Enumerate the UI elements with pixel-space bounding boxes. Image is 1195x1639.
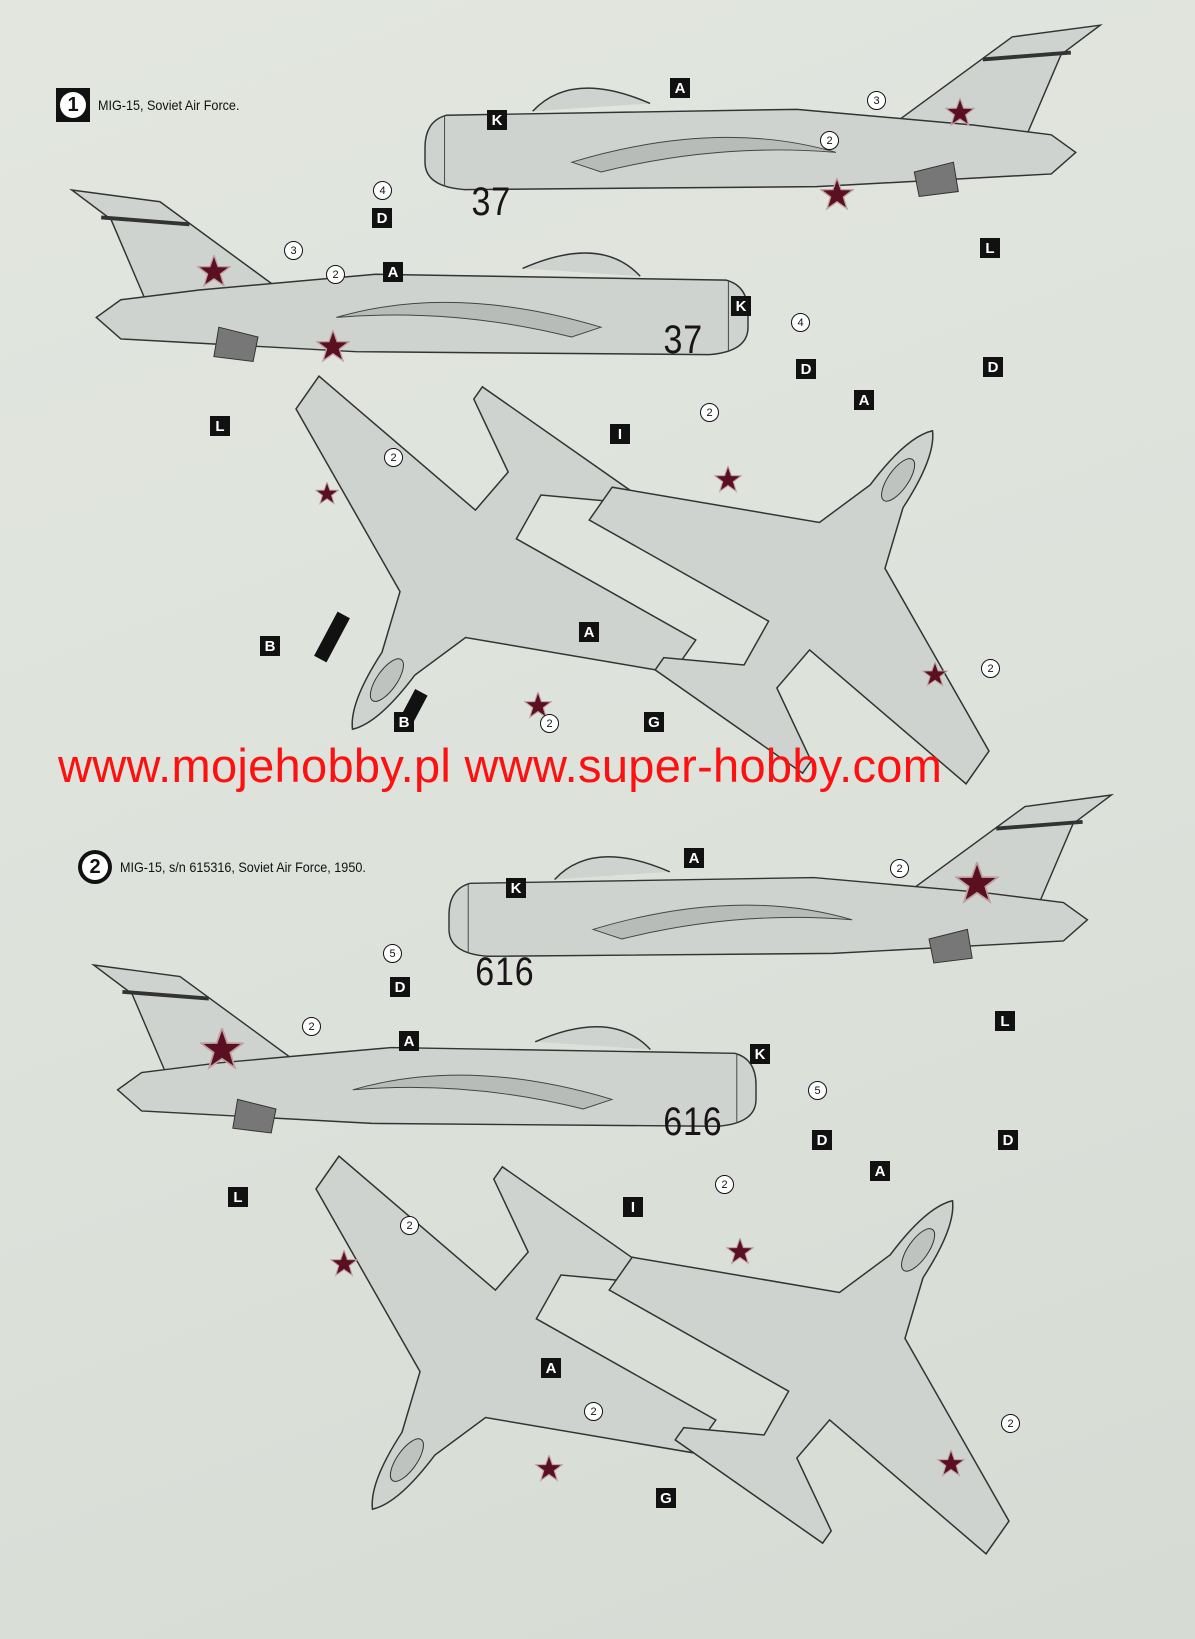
callout-l: L — [980, 238, 1000, 258]
callout-a: A — [870, 1161, 890, 1181]
tail-number: 37 — [471, 180, 512, 224]
star-icon — [315, 482, 339, 505]
side-view-left — [423, 23, 1103, 199]
decal-ref: 5 — [383, 944, 402, 963]
star-icon — [714, 466, 742, 492]
callout-k: K — [487, 110, 507, 130]
section-2-header: 2 MIG-15, s/n 615316, Soviet Air Force, … — [78, 850, 393, 884]
decal-ref: 4 — [791, 313, 810, 332]
side-view-right — [69, 188, 750, 364]
decal-ref: 2 — [384, 448, 403, 467]
callout-k: K — [731, 296, 751, 316]
decal-ref: 2 — [540, 714, 559, 733]
callout-d: D — [390, 977, 410, 997]
callout-g: G — [644, 712, 664, 732]
decal-ref: 2 — [820, 131, 839, 150]
callout-k: K — [750, 1044, 770, 1064]
watermark: www.mojehobby.pl www.super-hobby.com — [58, 739, 943, 792]
decal-ref: 4 — [373, 181, 392, 200]
section-title: MIG-15, s/n 615316, Soviet Air Force, 19… — [120, 859, 366, 875]
decal-ref: 5 — [808, 1081, 827, 1100]
tail-number: 37 — [663, 318, 704, 362]
callout-d: D — [983, 357, 1003, 377]
callout-a: A — [579, 622, 599, 642]
decal-ref: 2 — [981, 659, 1000, 678]
decal-ref: 3 — [284, 241, 303, 260]
callout-i: I — [610, 424, 630, 444]
tail-number: 616 — [475, 950, 535, 994]
decal-ref: 2 — [326, 265, 345, 284]
callout-a: A — [854, 390, 874, 410]
callout-a: A — [684, 848, 704, 868]
callout-b: B — [260, 636, 280, 656]
callout-d: D — [796, 359, 816, 379]
callout-l: L — [210, 416, 230, 436]
decal-ref: 2 — [302, 1017, 321, 1036]
callout-b: B — [394, 712, 414, 732]
callout-a: A — [670, 78, 690, 98]
callout-d: D — [998, 1130, 1018, 1150]
callout-a: A — [399, 1031, 419, 1051]
star-icon — [535, 1455, 563, 1481]
star-icon — [726, 1238, 754, 1264]
bottom-view — [559, 1068, 1142, 1625]
callout-a: A — [541, 1358, 561, 1378]
section-number-badge: 1 — [56, 88, 90, 122]
callout-k: K — [506, 878, 526, 898]
tail-number: 616 — [663, 1100, 723, 1144]
section-1-header: 1 MIG-15, Soviet Air Force. — [56, 88, 255, 122]
side-view-right — [91, 963, 758, 1135]
wing-stripe — [314, 611, 350, 663]
decal-ref: 2 — [1001, 1414, 1020, 1433]
side-view-left — [447, 793, 1114, 965]
callout-i: I — [623, 1197, 643, 1217]
callout-l: L — [228, 1187, 248, 1207]
top-view — [183, 1085, 766, 1639]
decal-ref: 2 — [890, 859, 909, 878]
callout-d: D — [812, 1130, 832, 1150]
callout-g: G — [656, 1488, 676, 1508]
decal-ref: 2 — [700, 403, 719, 422]
section-title: MIG-15, Soviet Air Force. — [98, 97, 240, 113]
decal-ref: 2 — [400, 1216, 419, 1235]
decal-ref: 2 — [584, 1402, 603, 1421]
decal-ref: 3 — [867, 91, 886, 110]
decal-ref: 2 — [715, 1175, 734, 1194]
section-number-badge: 2 — [78, 850, 112, 884]
callout-d: D — [372, 208, 392, 228]
callout-a: A — [383, 262, 403, 282]
callout-l: L — [995, 1011, 1015, 1031]
